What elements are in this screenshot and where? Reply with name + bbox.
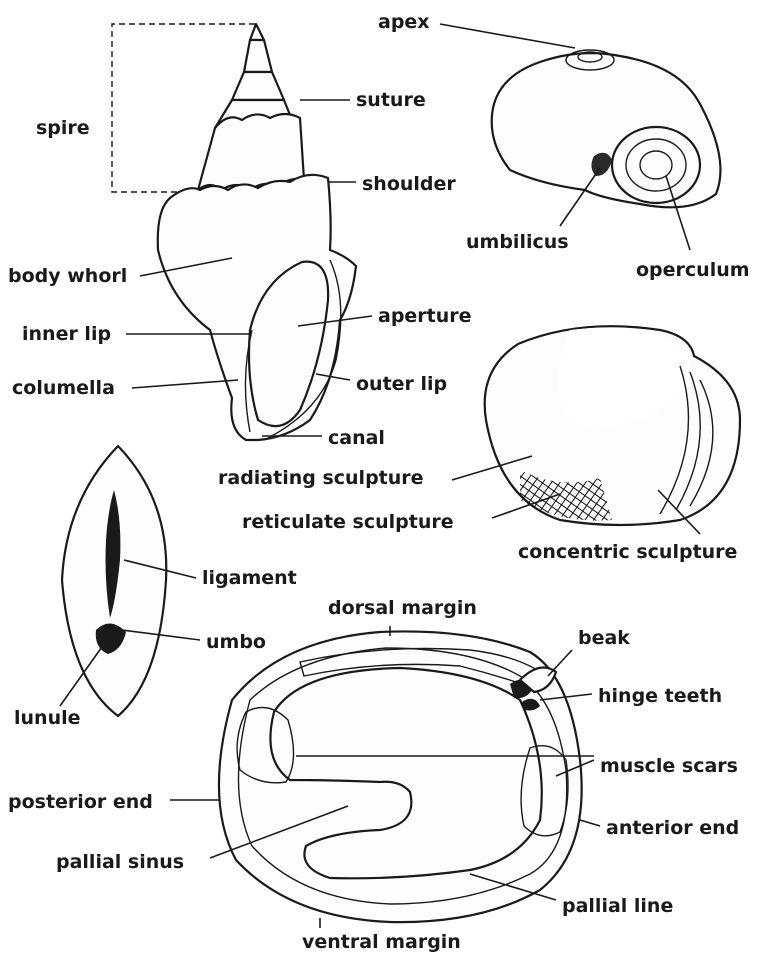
- label-body-whorl: body whorl: [8, 265, 127, 287]
- bivalve-interior: [219, 631, 582, 922]
- label-concentric-sculpture: concentric sculpture: [518, 541, 737, 563]
- label-suture: suture: [356, 89, 426, 111]
- label-outer-lip: outer lip: [356, 373, 447, 395]
- label-pallial-line: pallial line: [562, 895, 673, 917]
- label-ventral-margin: ventral margin: [302, 931, 461, 953]
- label-anterior-end: anterior end: [606, 817, 739, 839]
- label-columella: columella: [12, 377, 115, 399]
- label-reticulate-sculpture: reticulate sculpture: [242, 511, 454, 533]
- label-muscle-scars: muscle scars: [600, 755, 738, 777]
- label-inner-lip: inner lip: [22, 323, 111, 345]
- label-umbilicus: umbilicus: [466, 231, 569, 253]
- label-spire: spire: [36, 117, 90, 139]
- label-aperture: aperture: [378, 305, 472, 327]
- label-shoulder: shoulder: [362, 173, 456, 195]
- snail-shell: [492, 50, 721, 207]
- label-operculum: operculum: [636, 259, 750, 281]
- label-hinge-teeth: hinge teeth: [598, 685, 722, 707]
- gastropod-shell: [112, 24, 356, 440]
- label-lunule: lunule: [14, 707, 81, 729]
- label-canal: canal: [328, 427, 385, 449]
- label-umbo: umbo: [206, 631, 266, 653]
- label-radiating-sculpture: radiating sculpture: [218, 467, 424, 489]
- label-posterior-end: posterior end: [8, 791, 153, 813]
- label-beak: beak: [578, 627, 630, 649]
- label-ligament: ligament: [202, 567, 297, 589]
- clam-exterior: [485, 326, 740, 525]
- label-pallial-sinus: pallial sinus: [56, 851, 184, 873]
- bivalve-dorsal-view: [62, 446, 166, 716]
- label-dorsal-margin: dorsal margin: [328, 597, 477, 619]
- pallial-sinus-shape: [270, 668, 541, 878]
- label-apex: apex: [378, 11, 430, 33]
